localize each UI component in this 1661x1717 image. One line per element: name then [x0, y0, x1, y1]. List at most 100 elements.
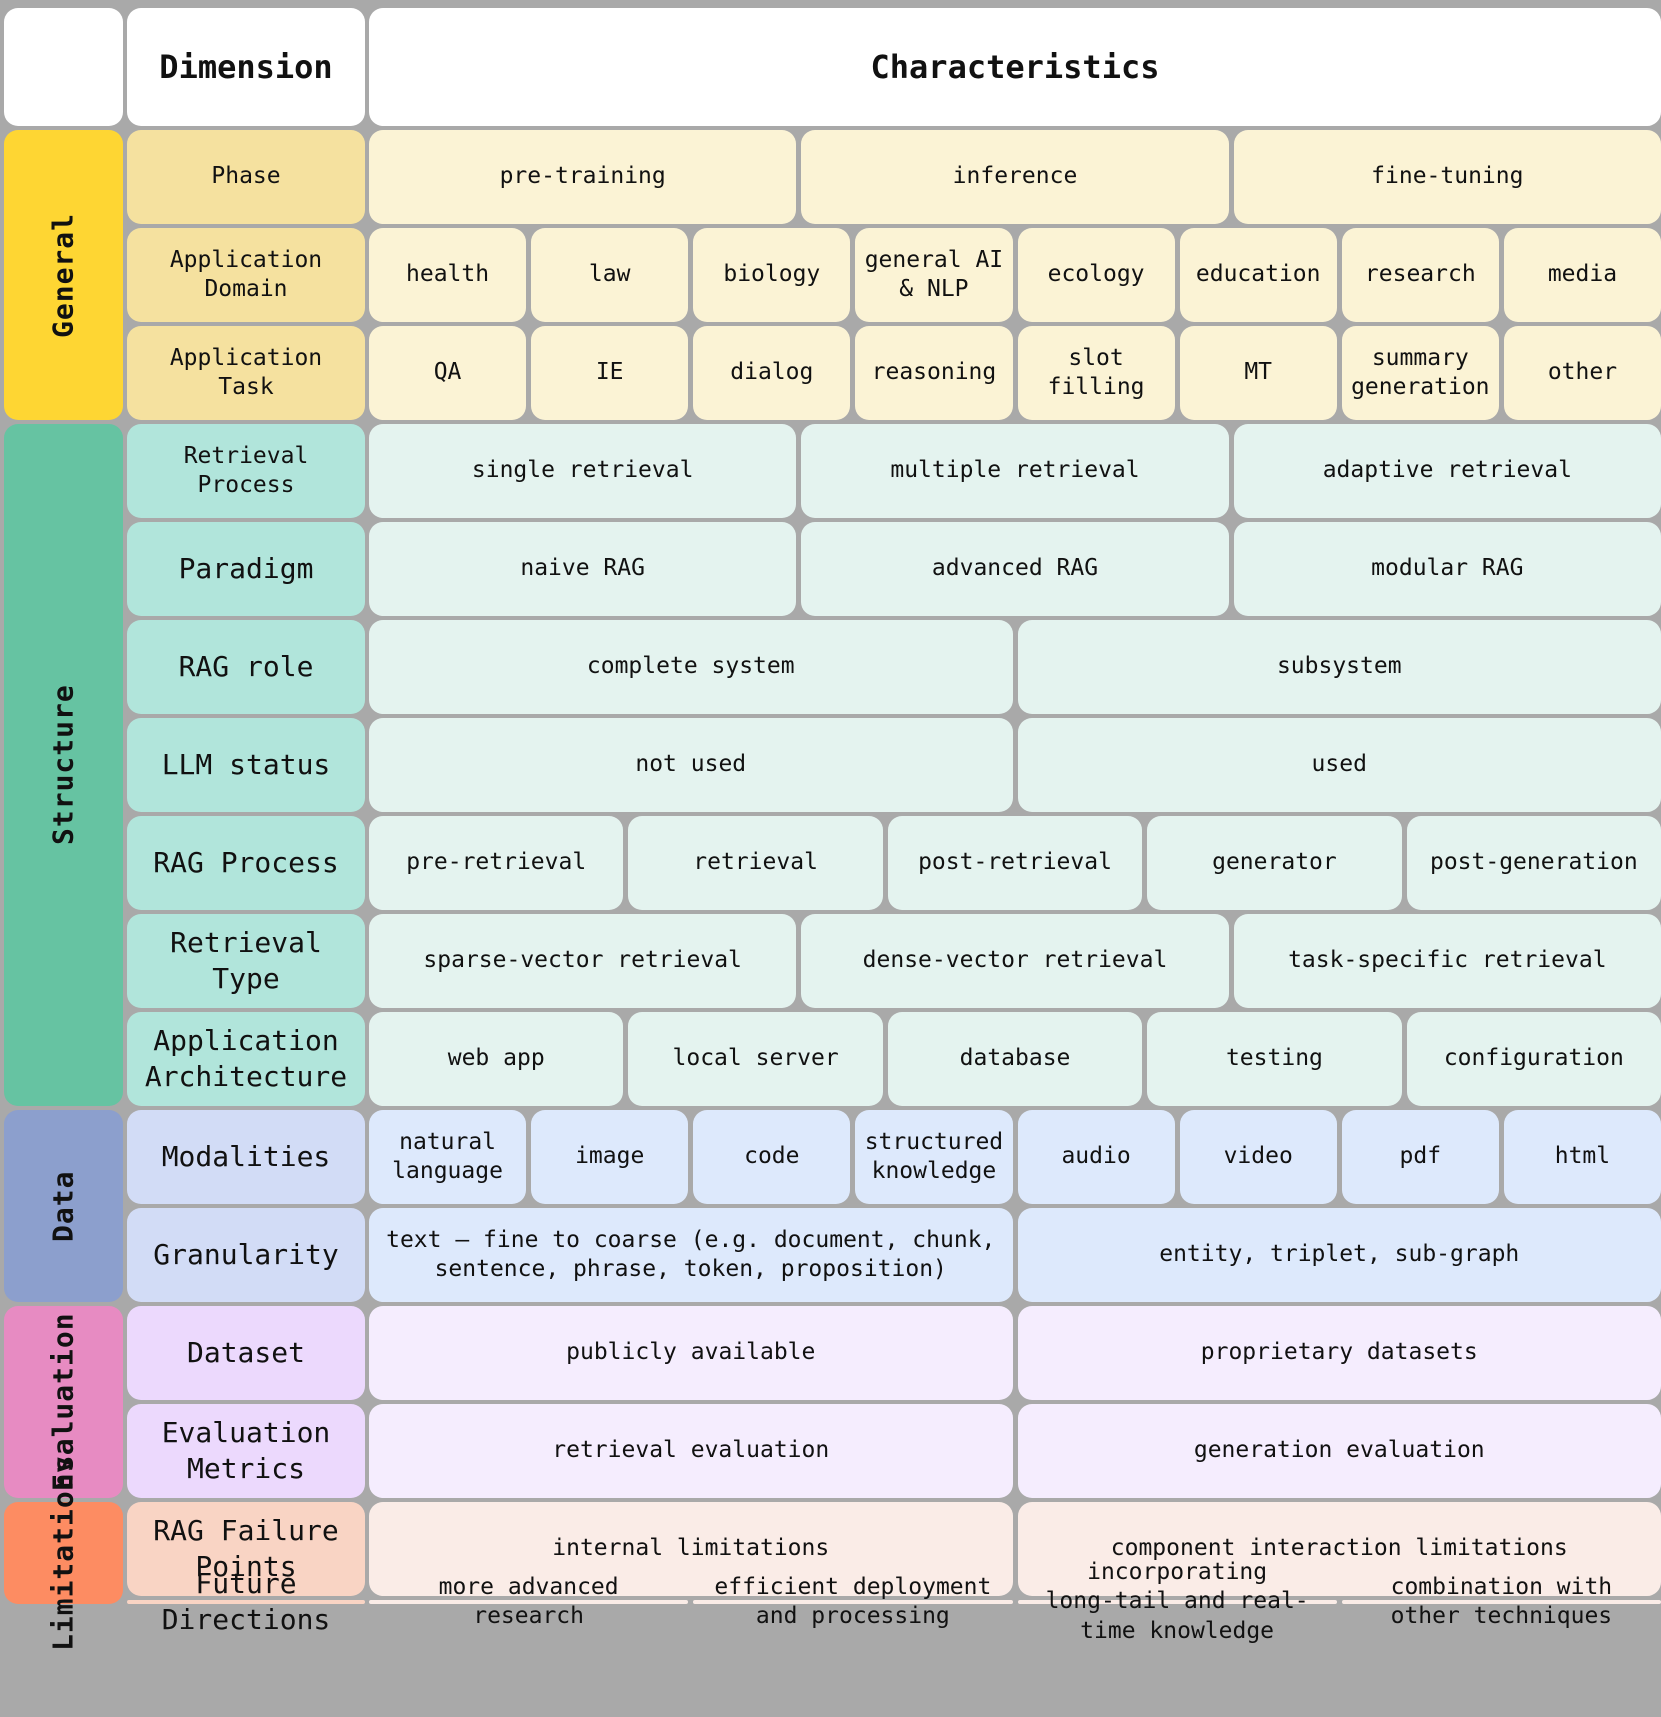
- characteristic-cell: fine-tuning: [1233, 130, 1661, 224]
- characteristic-cell: structured knowledge: [855, 1110, 1013, 1204]
- dimension-label: LLM status: [127, 718, 365, 812]
- characteristic-cell: proprietary datasets: [1017, 1306, 1661, 1400]
- characteristic-cell: combination with other techniques: [1341, 1574, 1661, 1629]
- characteristic-cell: publicly available: [369, 1306, 1013, 1400]
- characteristic-cell: web app: [369, 1012, 624, 1106]
- characteristic-cell: code: [693, 1110, 851, 1204]
- characteristic-cell: subsystem: [1017, 620, 1661, 714]
- dimension-label: RAG role: [127, 620, 365, 714]
- characteristic-cell: text – fine to coarse (e.g. document, ch…: [369, 1208, 1013, 1302]
- characteristic-cell: used: [1017, 718, 1661, 812]
- characteristic-cell: MT: [1179, 326, 1337, 420]
- characteristic-cell: internal limitations: [369, 1502, 1013, 1596]
- characteristic-cell: more advanced research: [369, 1574, 689, 1629]
- characteristic-cell: image: [531, 1110, 689, 1204]
- characteristic-cell: configuration: [1406, 1012, 1661, 1106]
- dimension-label: Future Directions: [127, 1567, 365, 1636]
- characteristic-cell: media: [1503, 228, 1661, 322]
- characteristic-cell: naive RAG: [369, 522, 797, 616]
- dimension-label: RAG Process: [127, 816, 365, 910]
- characteristic-cell: audio: [1017, 1110, 1175, 1204]
- characteristic-cell: dense-vector retrieval: [801, 914, 1229, 1008]
- dimension-label: Application Architecture: [127, 1012, 365, 1106]
- characteristic-cell: modular RAG: [1233, 522, 1661, 616]
- characteristic-cell: biology: [693, 228, 851, 322]
- characteristic-cell: sparse-vector retrieval: [369, 914, 797, 1008]
- characteristic-cell: component interaction limitations: [1017, 1502, 1661, 1596]
- characteristic-cell: html: [1503, 1110, 1661, 1204]
- category-structure: Structure: [4, 424, 123, 1106]
- characteristic-cell: general AI & NLP: [855, 228, 1013, 322]
- dimension-label: Application Task: [127, 326, 365, 420]
- characteristic-cell: single retrieval: [369, 424, 797, 518]
- characteristic-cell: retrieval: [628, 816, 883, 910]
- dimension-label: Paradigm: [127, 522, 365, 616]
- dimension-label: Application Domain: [127, 228, 365, 322]
- dimension-label: Phase: [127, 130, 365, 224]
- category-general: General: [4, 130, 123, 420]
- characteristic-cell: pre-training: [369, 130, 797, 224]
- characteristic-cell: other: [1503, 326, 1661, 420]
- dimension-label: Modalities: [127, 1110, 365, 1204]
- characteristic-cell: advanced RAG: [801, 522, 1229, 616]
- characteristic-cell: not used: [369, 718, 1013, 812]
- characteristic-cell: reasoning: [855, 326, 1013, 420]
- characteristic-cell: local server: [628, 1012, 883, 1106]
- characteristic-cell: incorporating long-tail and real- time k…: [1017, 1559, 1337, 1644]
- characteristic-cell: retrieval evaluation: [369, 1404, 1013, 1498]
- characteristic-cell: generation evaluation: [1017, 1404, 1661, 1498]
- characteristic-cell: QA: [369, 326, 527, 420]
- characteristic-cell: post-retrieval: [887, 816, 1143, 910]
- dimension-label: Granularity: [127, 1208, 365, 1302]
- header-corner: [4, 8, 123, 126]
- characteristic-cell: natural language: [369, 1110, 527, 1204]
- characteristic-cell: ecology: [1017, 228, 1175, 322]
- dimension-label: Dataset: [127, 1306, 365, 1400]
- dimension-label: Evaluation Metrics: [127, 1404, 365, 1498]
- characteristic-cell: health: [369, 228, 527, 322]
- characteristic-cell: multiple retrieval: [801, 424, 1229, 518]
- characteristic-cell: education: [1179, 228, 1337, 322]
- characteristic-cell: dialog: [693, 326, 851, 420]
- characteristic-cell: IE: [531, 326, 689, 420]
- characteristic-cell: task-specific retrieval: [1233, 914, 1661, 1008]
- header-dimension: Dimension: [127, 8, 365, 126]
- dimension-label: Retrieval Type: [127, 914, 365, 1008]
- characteristic-cell: research: [1341, 228, 1499, 322]
- characteristic-cell: generator: [1147, 816, 1402, 910]
- characteristics-row: text – fine to coarse (e.g. document, ch…: [369, 1208, 1661, 1302]
- characteristic-cell: entity, triplet, sub-graph: [1017, 1208, 1661, 1302]
- characteristic-cell: complete system: [369, 620, 1013, 714]
- characteristic-cell: adaptive retrieval: [1233, 424, 1661, 518]
- characteristic-cell: pdf: [1341, 1110, 1499, 1204]
- characteristic-cell: testing: [1147, 1012, 1402, 1106]
- characteristics-row: more advanced researchefficient deployme…: [369, 1559, 1661, 1644]
- characteristic-cell: inference: [801, 130, 1229, 224]
- characteristic-cell: video: [1179, 1110, 1337, 1204]
- category-data: Data: [4, 1110, 123, 1302]
- header-characteristics: Characteristics: [369, 8, 1661, 126]
- characteristic-cell: pre-retrieval: [369, 816, 624, 910]
- characteristic-cell: post-generation: [1406, 816, 1661, 910]
- characteristic-cell: law: [531, 228, 689, 322]
- characteristic-cell: efficient deployment and processing: [693, 1574, 1013, 1629]
- dimension-label: Retrieval Process: [127, 424, 365, 518]
- characteristic-cell: database: [887, 1012, 1143, 1106]
- dimension-label: RAG Failure Points: [127, 1502, 365, 1596]
- characteristic-cell: summary generation: [1341, 326, 1499, 420]
